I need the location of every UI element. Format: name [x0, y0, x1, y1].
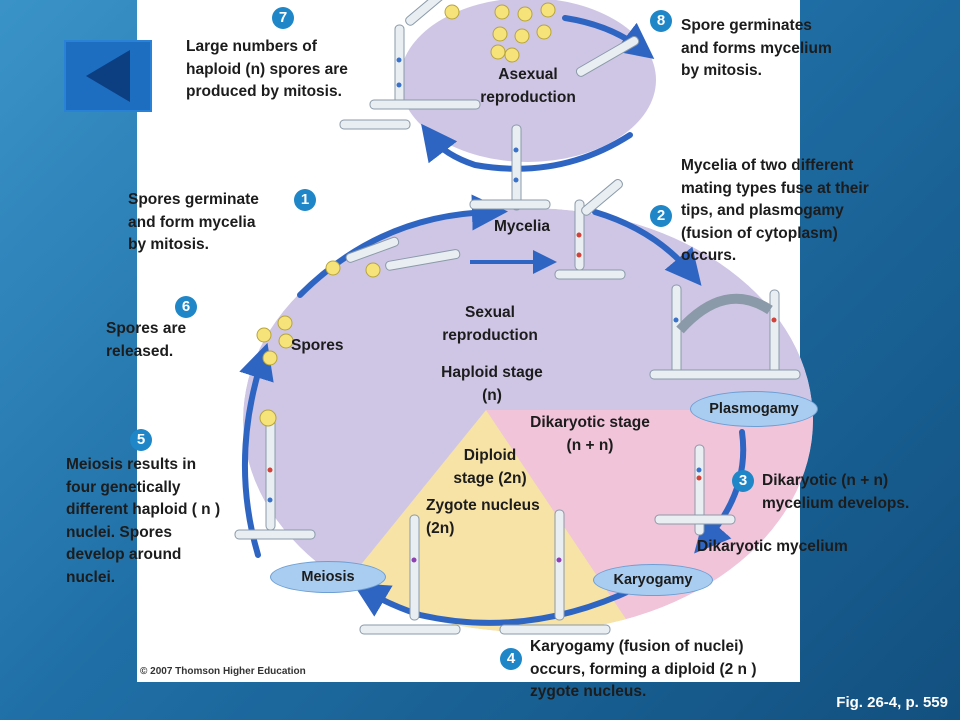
zygote-nucleus-label: Zygote nucleus (2n) — [426, 497, 540, 537]
back-arrow-icon — [86, 50, 130, 102]
step-4-badge: 4 — [500, 648, 522, 670]
cycle-arrow-haploid-top — [297, 194, 508, 298]
spores — [256, 2, 556, 427]
dikaryotic-mycelium-label: Dikaryotic mycelium — [697, 538, 848, 555]
step-2-badge: 2 — [650, 205, 672, 227]
dikaryotic-stage-label: Dikaryotic stage (n + n) — [530, 414, 650, 454]
nuclei — [267, 57, 777, 563]
karyogamy-oval: Karyogamy — [593, 564, 713, 596]
asexual-region — [400, 0, 656, 162]
step-5-text: Meiosis results in four genetically diff… — [66, 456, 221, 586]
step-2-text: Mycelia of two different mating types fu… — [681, 157, 869, 264]
step-4-text: Karyogamy (fusion of nuclei) occurs, for… — [530, 638, 757, 700]
step-6-text: Spores are released. — [106, 320, 187, 360]
diploid-stage-label: Diploid stage (2n) — [453, 447, 527, 487]
cycle-arrow-asexual-return — [421, 123, 633, 172]
step-6-badge: 6 — [175, 296, 197, 318]
meiosis-oval: Meiosis — [270, 561, 386, 593]
sexual-label: Sexual reproduction — [442, 304, 538, 344]
step-3-badge: 3 — [732, 470, 754, 492]
step-8-badge: 8 — [650, 10, 672, 32]
cycle-arrow-to-plasmogamy — [592, 209, 702, 286]
copyright: © 2007 Thomson Higher Education — [140, 666, 306, 677]
hyphae-illustrations — [234, 0, 801, 635]
step-7-text: Large numbers of haploid (n) spores are … — [186, 38, 348, 100]
spores-label: Spores — [291, 337, 344, 354]
cycle-arrow-bottom — [352, 582, 643, 626]
step-3-text: Dikaryotic (n + n) mycelium develops. — [762, 472, 910, 512]
haploid-stage-label: Haploid stage (n) — [441, 364, 543, 404]
plasmogamy-oval: Plasmogamy — [690, 391, 818, 427]
figure-reference: Fig. 26-4, p. 559 — [836, 694, 948, 711]
step-7-badge: 7 — [272, 7, 294, 29]
back-button[interactable] — [64, 40, 152, 112]
step-5-badge: 5 — [130, 429, 152, 451]
asexual-label: Asexual reproduction — [480, 66, 576, 106]
step-1-badge: 1 — [294, 189, 316, 211]
step-8-text: Spore germinates and forms mycelium by m… — [681, 17, 832, 79]
mycelia-label: Mycelia — [494, 218, 551, 235]
step-1-text: Spores germinate and form mycelia by mit… — [128, 191, 259, 253]
